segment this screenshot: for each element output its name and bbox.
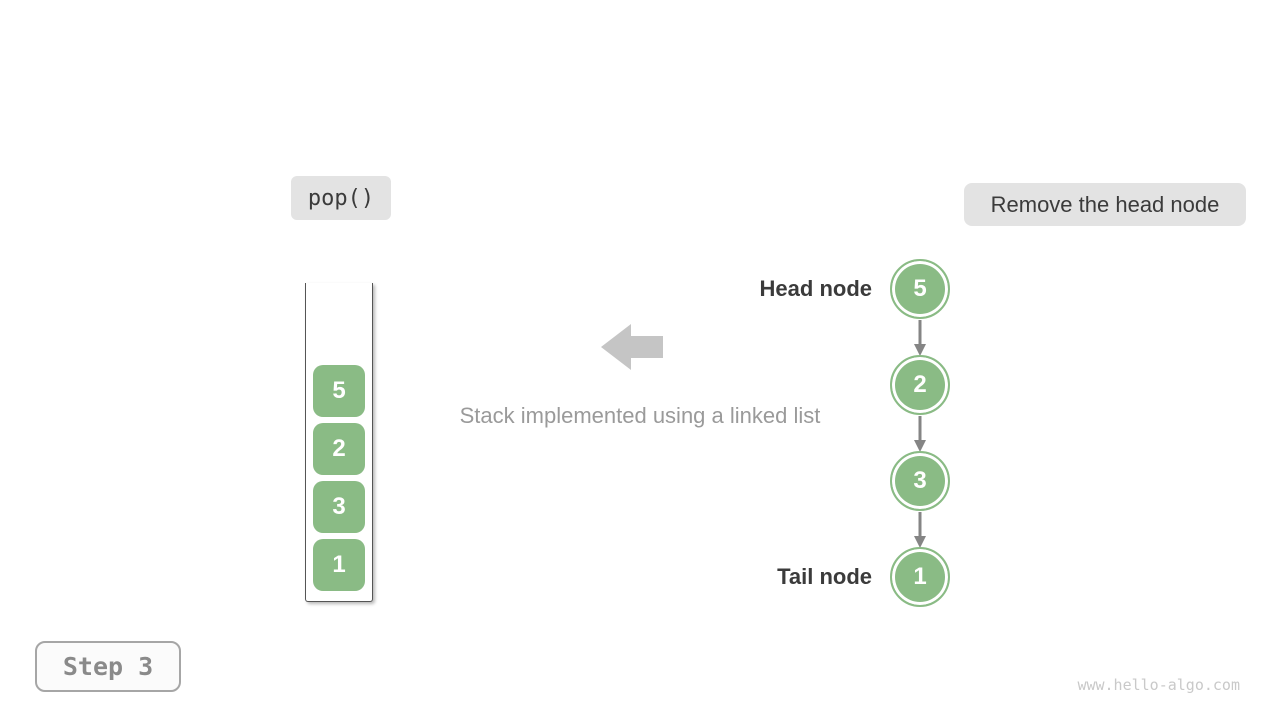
stack-item: 1 [313, 539, 365, 591]
caption-text: Stack implemented using a linked list [459, 403, 821, 428]
watermark: www.hello-algo.com [1077, 676, 1240, 694]
arrow-left-icon [601, 324, 663, 370]
arrow-down-icon [914, 512, 926, 548]
stack-item: 3 [313, 481, 365, 533]
stack-item: 5 [313, 365, 365, 417]
arrow-down-icon [914, 416, 926, 452]
linked-list-node: 2 [890, 355, 950, 415]
linked-list-node: 5 [890, 259, 950, 319]
operation-label: pop() [291, 176, 391, 220]
description-label: Remove the head node [964, 183, 1246, 226]
linked-list-node: 3 [890, 451, 950, 511]
stack-container: 5 2 3 1 [305, 283, 373, 602]
head-node-label: Head node [759, 276, 872, 301]
stack-item: 2 [313, 423, 365, 475]
arrow-down-icon [914, 320, 926, 356]
step-indicator-text: Step 3 [62, 652, 154, 681]
linked-list-node: 1 [890, 547, 950, 607]
description-label-text: Remove the head node [990, 191, 1220, 217]
tail-node-label: Tail node [777, 564, 872, 589]
operation-label-text: pop() [307, 185, 375, 211]
step-indicator: Step 3 [35, 641, 181, 692]
